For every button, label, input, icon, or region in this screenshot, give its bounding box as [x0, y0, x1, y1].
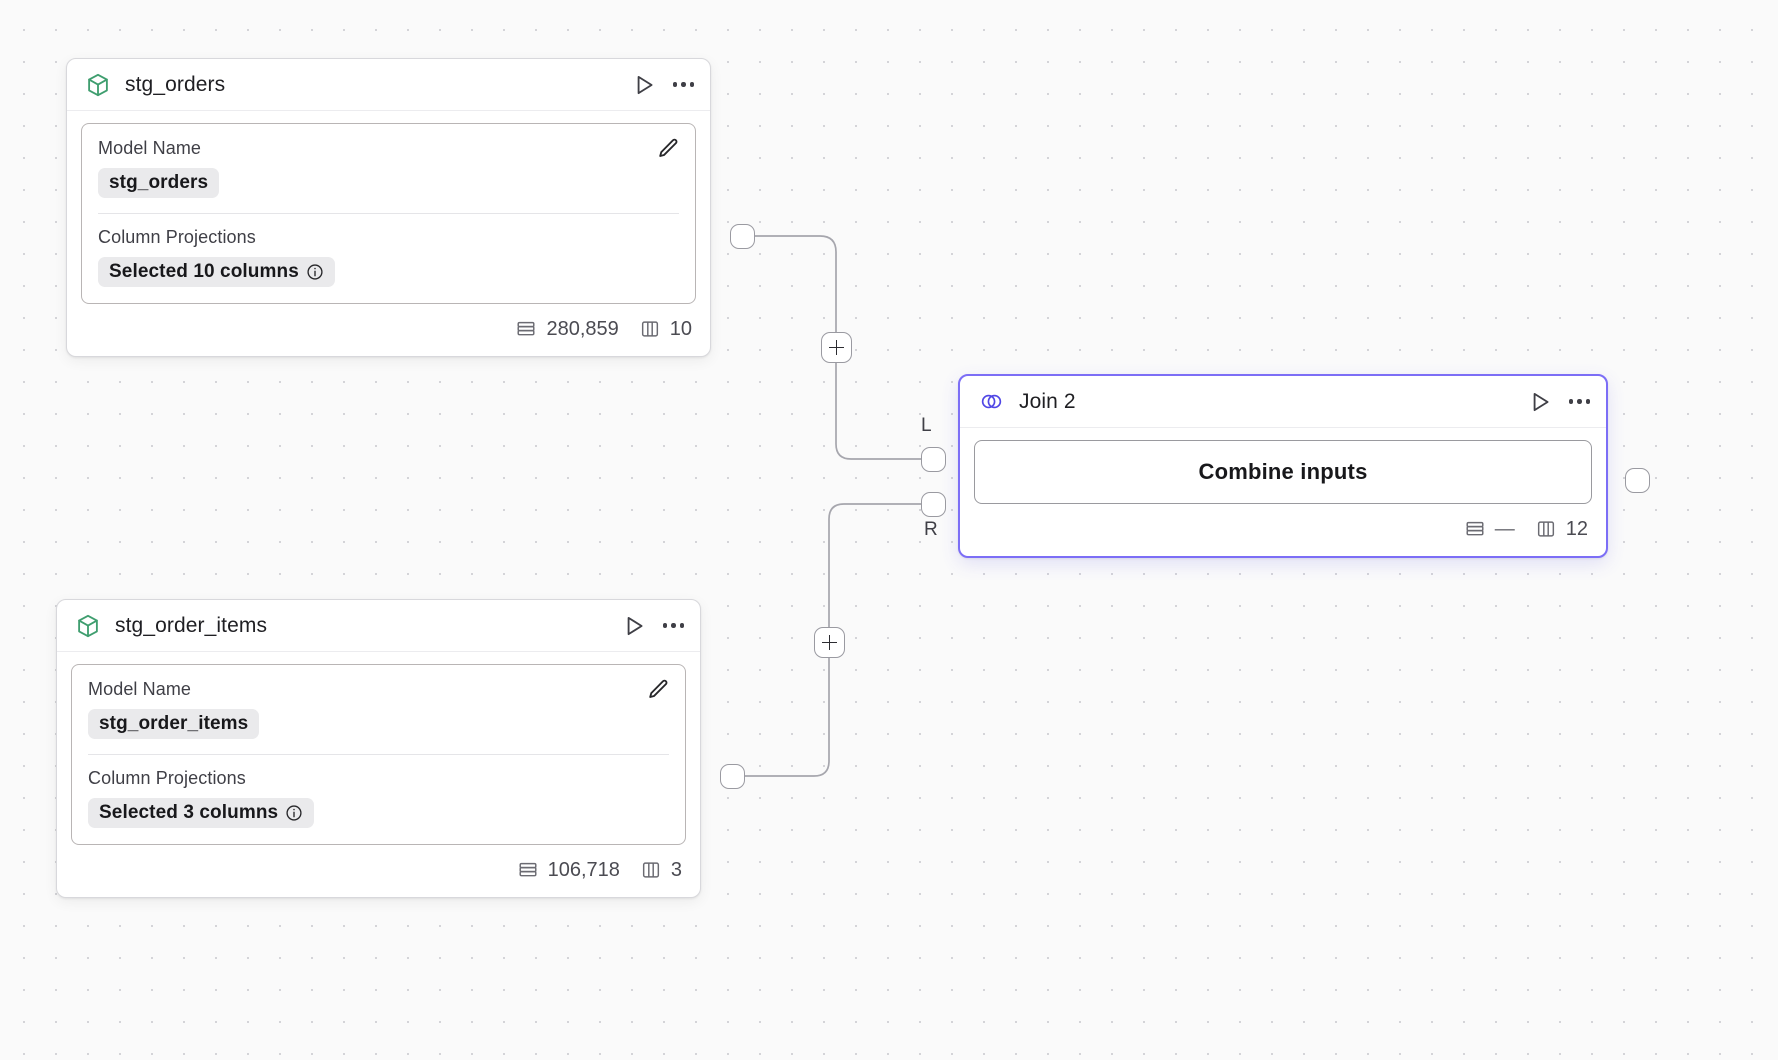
node-header-actions [621, 613, 684, 639]
model-name-value: stg_order_items [99, 713, 249, 734]
panel-divider [88, 754, 669, 755]
row-count-stat: 106,718 [517, 859, 620, 882]
row-count-stat: 280,859 [515, 317, 619, 341]
column-count-value: 10 [669, 317, 692, 340]
node-body: Model Name stg_order_items Column Projec… [57, 652, 700, 855]
column-count-stat: 12 [1535, 518, 1588, 541]
node-body: Combine inputs [960, 428, 1606, 514]
node-title: stg_order_items [115, 613, 268, 637]
info-icon[interactable] [285, 804, 303, 822]
combine-inputs-label: Combine inputs [1198, 459, 1368, 484]
node-title: stg_orders [125, 72, 226, 96]
join-left-input-label: L [921, 415, 932, 436]
node-body: Model Name stg_orders Column Projections… [67, 111, 710, 314]
node-header: Join 2 [960, 376, 1606, 428]
cube-icon [85, 72, 111, 98]
venn-join-icon [978, 388, 1005, 415]
node-footer: 106,718 3 [57, 855, 700, 897]
run-icon[interactable] [621, 613, 647, 639]
panel-divider [98, 213, 679, 214]
columns-icon [640, 859, 662, 881]
add-node-button-bottom[interactable] [814, 627, 845, 658]
add-node-button-top[interactable] [821, 332, 852, 363]
model-name-chip[interactable]: stg_order_items [88, 709, 260, 739]
rows-icon [517, 859, 539, 881]
columns-icon [639, 318, 661, 340]
node-title: Join 2 [1019, 389, 1076, 413]
rows-icon [1464, 518, 1486, 540]
output-handle-stg-order-items[interactable] [720, 764, 745, 789]
model-name-value: stg_orders [109, 172, 209, 193]
edit-pencil-icon[interactable] [645, 677, 671, 703]
row-count-value: 106,718 [547, 858, 620, 881]
join-right-input-label: R [924, 519, 938, 540]
edit-pencil-icon[interactable] [655, 136, 681, 162]
row-count-value: 280,859 [546, 317, 619, 340]
column-count-stat: 3 [640, 859, 682, 882]
model-config-panel: Model Name stg_order_items Column Projec… [71, 664, 686, 845]
info-icon[interactable] [306, 263, 324, 281]
row-count-value: — [1494, 517, 1515, 540]
more-options-icon[interactable] [672, 82, 694, 87]
output-handle-join-2[interactable] [1625, 468, 1650, 493]
more-options-icon[interactable] [1568, 399, 1590, 404]
node-header: stg_order_items [57, 600, 700, 652]
column-count-value: 3 [670, 858, 682, 881]
column-count-stat: 10 [639, 318, 692, 341]
run-icon[interactable] [631, 72, 657, 98]
output-handle-stg-orders[interactable] [730, 224, 755, 249]
rows-icon [515, 318, 537, 340]
join-left-input-handle[interactable] [921, 447, 946, 472]
column-projections-value: Selected 10 columns [109, 261, 299, 282]
join-right-input-handle[interactable] [921, 492, 946, 517]
field-label-model-name: Model Name [98, 138, 202, 158]
field-label-column-projections: Column Projections [98, 227, 256, 247]
node-stg-orders[interactable]: stg_orders Model Name [66, 58, 711, 357]
model-config-panel: Model Name stg_orders Column Projections… [81, 123, 696, 304]
column-projections-value: Selected 3 columns [99, 802, 279, 823]
columns-icon [1535, 518, 1557, 540]
node-header-actions [1527, 389, 1590, 415]
column-count-value: 12 [1565, 517, 1588, 540]
field-label-model-name: Model Name [88, 679, 192, 699]
node-stg-order-items[interactable]: stg_order_items Model Na [56, 599, 701, 898]
node-footer: — 12 [960, 514, 1606, 556]
node-header-actions [631, 72, 694, 98]
node-footer: 280,859 10 [67, 314, 710, 356]
more-options-icon[interactable] [662, 623, 684, 628]
run-icon[interactable] [1527, 389, 1553, 415]
node-join-2[interactable]: Join 2 Combine inputs [958, 374, 1608, 558]
combine-inputs-button[interactable]: Combine inputs [974, 440, 1592, 504]
model-name-chip[interactable]: stg_orders [98, 168, 220, 198]
node-header: stg_orders [67, 59, 710, 111]
cube-icon [75, 613, 101, 639]
row-count-stat: — [1464, 518, 1515, 541]
column-projections-chip[interactable]: Selected 3 columns [88, 798, 315, 828]
field-label-column-projections: Column Projections [88, 768, 246, 788]
column-projections-chip[interactable]: Selected 10 columns [98, 257, 335, 287]
